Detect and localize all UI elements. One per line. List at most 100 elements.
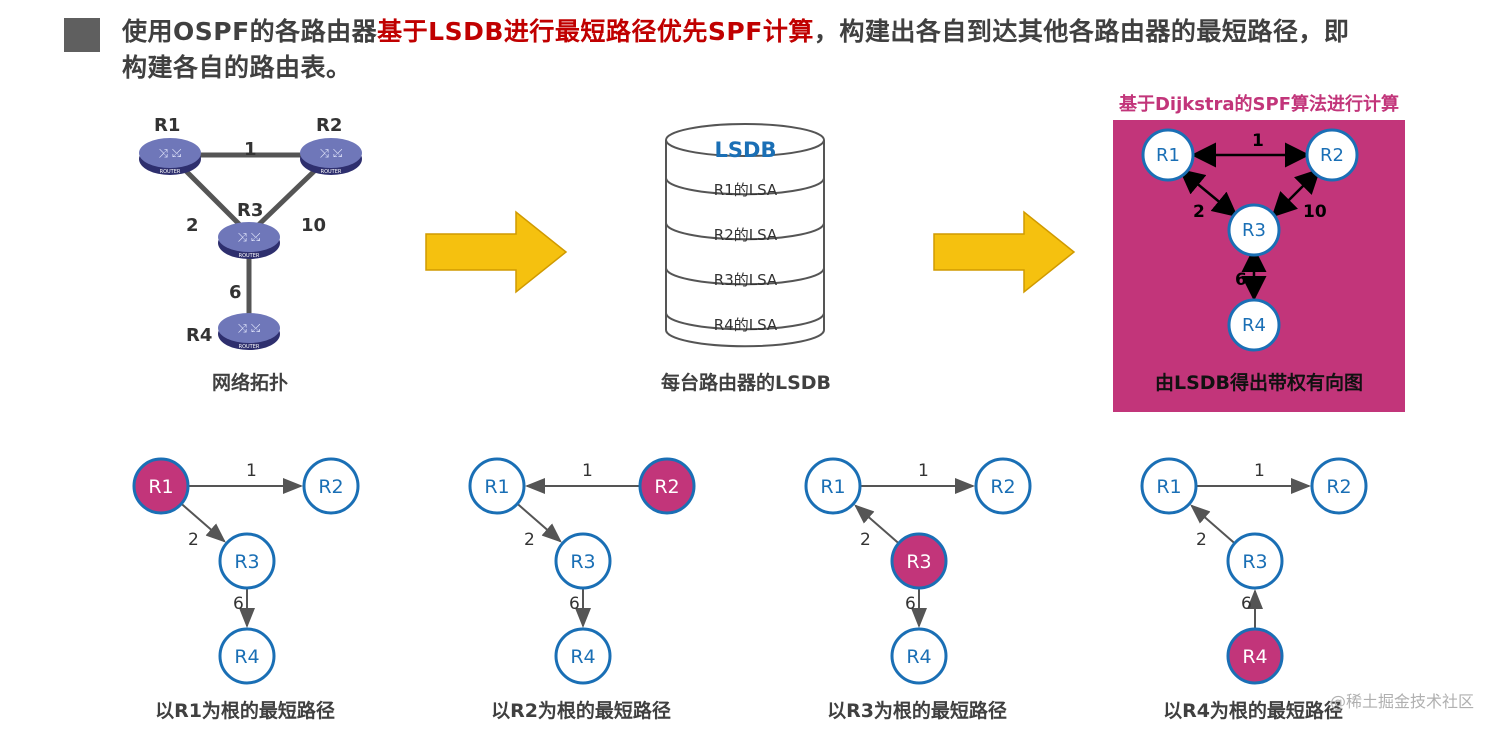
- tree-caption: 以R1为根的最短路径: [155, 700, 335, 722]
- digraph-edge-cost: 1: [1252, 131, 1264, 151]
- tree-node-label: R1: [1156, 476, 1181, 498]
- tree-edge-cost: 2: [860, 530, 871, 550]
- tree-node-label: R1: [820, 476, 845, 498]
- tree-node-label: R4: [1242, 646, 1267, 668]
- weighted-digraph: R1 R2 R3 R4 1 2 10 6: [1141, 128, 1359, 352]
- arrow-icon: [933, 210, 1076, 294]
- svg-text:⤨ ⤩: ⤨ ⤩: [319, 146, 342, 160]
- tree-node-r4: [890, 627, 948, 685]
- tree-node-label: R1: [148, 476, 173, 498]
- tree-node-r2: [638, 457, 696, 515]
- tree-caption: 以R2为根的最短路径: [491, 700, 671, 722]
- svg-text:⤨ ⤩: ⤨ ⤩: [158, 146, 181, 160]
- tree-edge-cost: 1: [582, 461, 593, 481]
- tree-edge-cost: 1: [246, 461, 257, 481]
- digraph-edge-cost: 2: [1193, 202, 1205, 222]
- tree-node-label: R4: [234, 646, 259, 668]
- tree-edge-arrow: [517, 503, 562, 543]
- tree-node-label: R2: [1326, 476, 1351, 498]
- tree-node-label: R2: [990, 476, 1015, 498]
- tree-node-r2: [974, 457, 1032, 515]
- digraph-node-label: R1: [1156, 145, 1180, 166]
- digraph-node-label: R4: [1242, 315, 1266, 336]
- link-cost-r2-r3: 10: [301, 215, 326, 236]
- svg-text:⤨ ⤩: ⤨ ⤩: [237, 230, 260, 244]
- digraph-node-r3: [1227, 203, 1281, 257]
- lsdb-entry: R3的LSA: [713, 271, 778, 289]
- title-part1: 使用OSPF的各路由器: [122, 17, 378, 46]
- digraph-node-label: R3: [1242, 220, 1266, 241]
- tree-edge-cost: 6: [905, 594, 916, 614]
- topology-caption: 网络拓扑: [211, 372, 288, 394]
- tree-node-r3: [1226, 532, 1284, 590]
- router-badge: ROUTER: [321, 169, 342, 175]
- watermark: @稀土掘金技术社区: [1330, 692, 1475, 711]
- tree-edge-cost: 2: [1196, 530, 1207, 550]
- tree-node-label: R3: [1242, 551, 1267, 573]
- tree-edge-arrow: [1190, 504, 1235, 544]
- router-icon-r3: ⤨ ⤩ ROUTER: [218, 222, 280, 259]
- network-topology: ⤨ ⤩ ROUTER ⤨ ⤩ ROUTER ⤨ ⤩ ROUTER ⤨ ⤩ ROU…: [139, 115, 362, 350]
- title-part2: ，构建出各自到达其他各路由器的最短路径，即构建各自的路由表。: [122, 17, 1350, 82]
- tree-node-r1: [1140, 457, 1198, 515]
- digraph-edge-cost: 6: [1235, 270, 1247, 290]
- router-icon-r4: ⤨ ⤩ ROUTER: [218, 313, 280, 350]
- digraph-node-r1: [1141, 128, 1195, 182]
- lsdb-entry: R2的LSA: [713, 226, 778, 244]
- tree-edge-cost: 1: [918, 461, 929, 481]
- digraph-node-label: R2: [1320, 145, 1344, 166]
- tree-node-r4: [1226, 627, 1284, 685]
- tree-node-r1: [468, 457, 526, 515]
- router-label-r4: R4: [186, 325, 212, 346]
- router-badge: ROUTER: [160, 169, 181, 175]
- tree-node-label: R1: [484, 476, 509, 498]
- tree-node-label: R3: [906, 551, 931, 573]
- page-title: 使用OSPF的各路由器基于LSDB进行最短路径优先SPF计算，构建出各自到达其他…: [122, 14, 1362, 86]
- router-badge: ROUTER: [239, 344, 260, 350]
- digraph-title: 基于Dijkstra的SPF算法进行计算: [1118, 94, 1400, 115]
- router-icon-r1: ⤨ ⤩ ROUTER: [139, 138, 201, 175]
- router-badge: ROUTER: [239, 253, 260, 259]
- svg-text:⤨ ⤩: ⤨ ⤩: [237, 321, 260, 335]
- tree-node-label: R4: [906, 646, 931, 668]
- title-bullet: [64, 18, 100, 52]
- tree-node-label: R2: [654, 476, 679, 498]
- tree-node-r2: [1310, 457, 1368, 515]
- digraph-node-r2: [1305, 128, 1359, 182]
- digraph-caption: 由LSDB得出带权有向图: [1154, 372, 1364, 394]
- digraph-edge-r2-r3: [1271, 168, 1321, 218]
- router-label-r3: R3: [237, 200, 263, 221]
- tree-node-r2: [302, 457, 360, 515]
- link-cost-r3-r4: 6: [229, 282, 242, 303]
- router-icon-r2: ⤨ ⤩ ROUTER: [300, 138, 362, 175]
- tree-edge-cost: 6: [569, 594, 580, 614]
- tree-node-label: R3: [234, 551, 259, 573]
- tree-edge-cost: 6: [1241, 594, 1252, 614]
- tree-node-r3: [890, 532, 948, 590]
- link-cost-r1-r2: 1: [244, 139, 257, 160]
- tree-edge-cost: 2: [524, 530, 535, 550]
- router-label-r2: R2: [316, 115, 342, 136]
- tree-edge-arrow: [181, 503, 226, 543]
- tree-caption: 以R3为根的最短路径: [827, 700, 1007, 722]
- tree-edge-cost: 6: [233, 594, 244, 614]
- tree-edge-cost: 1: [1254, 461, 1265, 481]
- tree-edge-cost: 2: [188, 530, 199, 550]
- digraph-edge-r1-r3: [1179, 168, 1238, 218]
- title-highlight: 基于LSDB进行最短路径优先SPF计算: [377, 17, 814, 46]
- tree-node-r3: [218, 532, 276, 590]
- tree-edge-arrow: [854, 504, 899, 544]
- link-cost-r1-r3: 2: [186, 215, 199, 236]
- lsdb-entry: R1的LSA: [713, 181, 778, 199]
- tree-node-r1: [804, 457, 862, 515]
- tree-node-r4: [218, 627, 276, 685]
- digraph-edge-cost: 10: [1303, 202, 1327, 222]
- lsdb-entry: R4的LSA: [713, 316, 778, 334]
- tree-node-label: R4: [570, 646, 595, 668]
- arrow-icon: [425, 210, 568, 294]
